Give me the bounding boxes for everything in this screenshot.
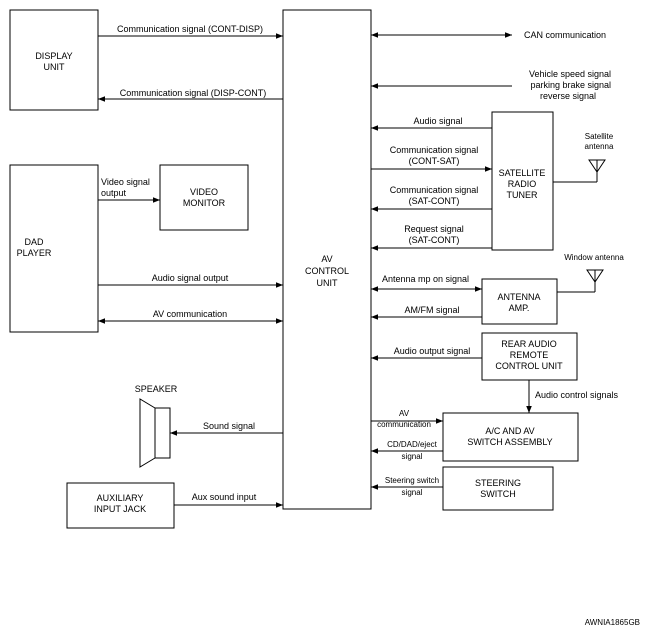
cont-sat-label-1: Communication signal [390, 145, 479, 155]
antenna-amp-label-1: ANTENNA [497, 292, 540, 302]
rear-audio-label-2: REMOTE [510, 350, 549, 360]
figure-code: AWNIA1865GB [585, 618, 640, 627]
display-unit-block: DISPLAY UNIT [9, 9, 99, 111]
video-monitor-label-2: MONITOR [183, 198, 226, 208]
auxiliary-input-jack-block: AUXILIARY INPUT JACK [66, 482, 175, 529]
av-control-unit-label-1: AV [321, 254, 332, 264]
rear-audio-label-3: CONTROL UNIT [495, 361, 563, 371]
display-unit-label-2: UNIT [44, 62, 65, 72]
audio-signal-label: Audio signal [413, 116, 462, 126]
disp-cont-label: Communication signal (DISP-CONT) [120, 88, 267, 98]
aux-jack-label-2: INPUT JACK [94, 504, 146, 514]
aux-jack-label-1: AUXILIARY [97, 493, 144, 503]
av-comm-short-label-1: AV [399, 409, 410, 418]
satellite-antenna-icon [553, 159, 606, 183]
cd-dad-eject-label-1: CD/DAD/eject [387, 440, 438, 449]
aux-sound-input-label: Aux sound input [192, 492, 257, 502]
satellite-antenna-label-2: antenna [585, 142, 614, 151]
steering-switch-block: STEERING SWITCH [442, 466, 554, 511]
av-control-unit-label-3: UNIT [317, 278, 338, 288]
audio-control-signals-label: Audio control signals [535, 390, 619, 400]
cd-dad-eject-label-2: signal [402, 452, 423, 461]
sound-signal-label: Sound signal [203, 421, 255, 431]
video-signal-label-1: Video signal [101, 177, 150, 187]
antenna-amp-label-2: AMP. [509, 303, 530, 313]
dad-player-label-2: PLAYER [17, 248, 52, 258]
av-communication-label: AV communication [153, 309, 227, 319]
steering-signal-label-1: Steering switch [385, 476, 439, 485]
audio-output-signal-label: Audio output signal [394, 346, 471, 356]
ac-av-switch-label-2: SWITCH ASSEMBLY [467, 437, 552, 447]
window-antenna-label: Window antenna [564, 253, 624, 262]
dad-player-block: DAD PLAYER [9, 164, 99, 333]
steering-switch-label-2: SWITCH [480, 489, 516, 499]
steering-signal-label-2: signal [402, 488, 423, 497]
speaker-icon [139, 398, 171, 468]
rear-audio-remote-block: REAR AUDIO REMOTE CONTROL UNIT [481, 332, 578, 381]
dad-player-label-1: DAD [24, 237, 44, 247]
av-control-unit-block: AV CONTROL UNIT [282, 9, 372, 510]
video-monitor-block: VIDEO MONITOR [159, 164, 249, 231]
window-antenna-icon [557, 269, 604, 293]
request-signal-label-1: Request signal [404, 224, 464, 234]
rear-audio-label-1: REAR AUDIO [501, 339, 557, 349]
cont-disp-label: Communication signal (CONT-DISP) [117, 24, 263, 34]
vehicle-signal-label-1: Vehicle speed signal [529, 69, 611, 79]
satellite-radio-tuner-block: SATELLITE RADIO TUNER [491, 111, 554, 251]
vehicle-signal-label-2: parking brake signal [530, 80, 611, 90]
antenna-amp-block: ANTENNA AMP. [481, 278, 558, 325]
antenna-amp-on-label: Antenna mp on signal [382, 274, 469, 284]
vehicle-signal-label-3: reverse signal [540, 91, 596, 101]
satellite-tuner-label-2: RADIO [508, 179, 537, 189]
can-communication-label: CAN communication [524, 30, 606, 40]
am-fm-signal-label: AM/FM signal [404, 305, 459, 315]
video-signal-label-2: output [101, 188, 127, 198]
steering-switch-label-1: STEERING [475, 478, 521, 488]
display-unit-label-1: DISPLAY [35, 51, 72, 61]
av-control-unit-label-2: CONTROL [305, 266, 349, 276]
satellite-tuner-label-1: SATELLITE [499, 168, 546, 178]
av-comm-short-label-2: communication [377, 420, 431, 429]
sat-cont-label-1: Communication signal [390, 185, 479, 195]
satellite-tuner-label-3: TUNER [507, 190, 538, 200]
sat-cont-label-2: (SAT-CONT) [409, 196, 460, 206]
cont-sat-label-2: (CONT-SAT) [409, 156, 460, 166]
audio-signal-output-label: Audio signal output [152, 273, 229, 283]
speaker-label: SPEAKER [135, 384, 178, 394]
request-signal-label-2: (SAT-CONT) [409, 235, 460, 245]
ac-av-switch-assembly-block: A/C AND AV SWITCH ASSEMBLY [442, 412, 579, 462]
video-monitor-label-1: VIDEO [190, 187, 218, 197]
satellite-antenna-label-1: Satellite [585, 132, 614, 141]
ac-av-switch-label-1: A/C AND AV [485, 426, 534, 436]
